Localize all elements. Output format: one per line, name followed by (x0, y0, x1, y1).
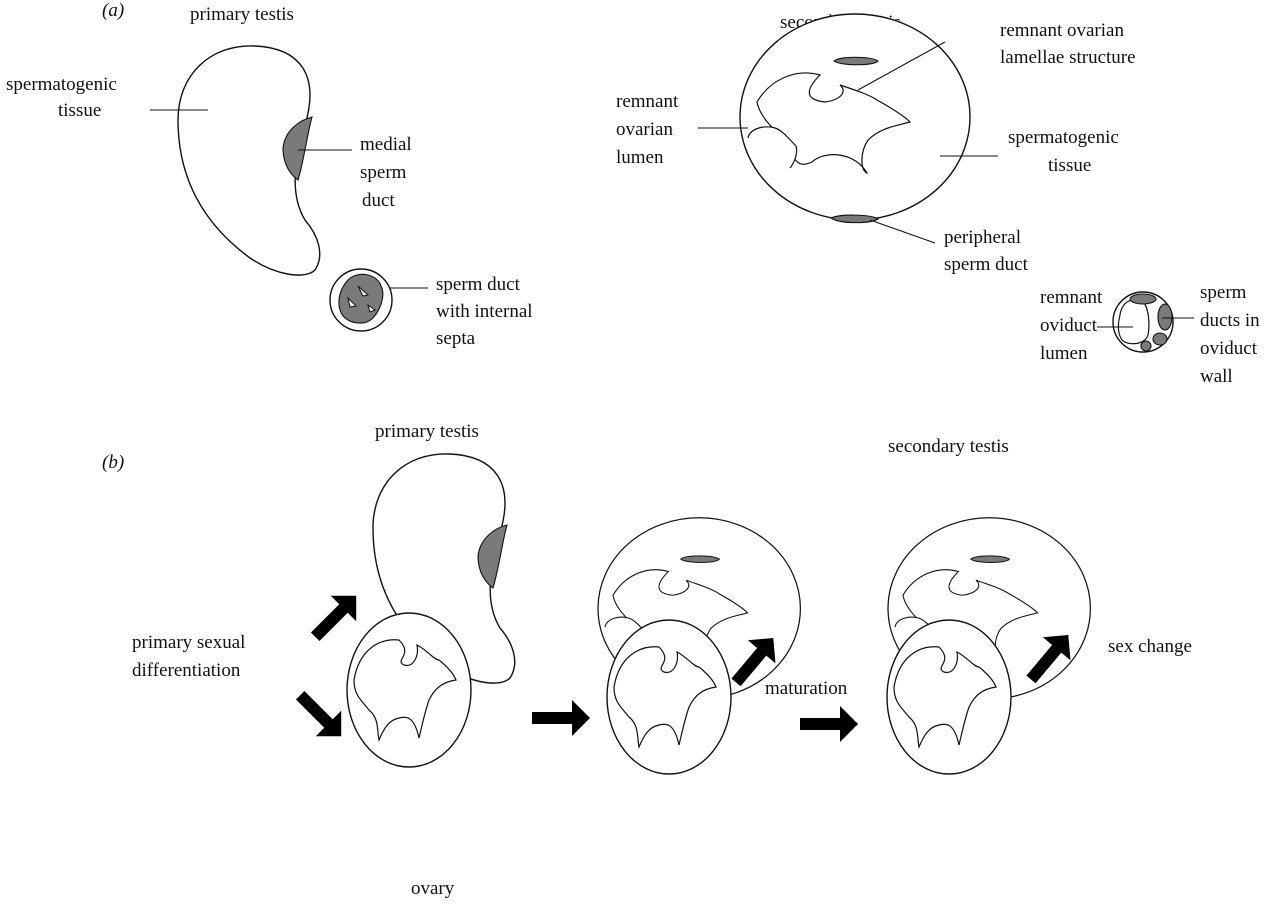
label-ducts-wall-3: oviduct (1200, 338, 1258, 359)
arrow-ovary2-to-ovary3 (800, 706, 858, 742)
label-remnant-oviduct-2: oviduct (1040, 315, 1098, 336)
primary-testis-title-b: primary testis (375, 421, 479, 442)
label-tissue-b: tissue (1048, 155, 1091, 176)
primary-testis-title-a: primary testis (190, 4, 294, 25)
label-ducts-wall-2: ducts in (1200, 310, 1260, 331)
label-remnant-2: ovarian (616, 119, 673, 140)
oviduct-cross-section (1097, 292, 1194, 352)
ovary-2 (607, 620, 731, 774)
label-ducts-wall-1: sperm (1200, 282, 1247, 303)
label-spermatogenic-a: spermatogenic (6, 74, 117, 95)
label-sperm-duct-septa-2: with internal (436, 301, 533, 322)
label-peripheral-sperm-duct: sperm duct (944, 254, 1029, 275)
label-duct: duct (362, 190, 395, 211)
ovary-1 (347, 613, 471, 767)
label-differentiation-2: differentiation (132, 660, 241, 681)
label-remnant-3: lumen (616, 147, 664, 168)
label-sperm: sperm (360, 162, 407, 183)
label-maturation: maturation (765, 678, 848, 699)
arrow-to-ovary (287, 682, 353, 748)
label-ducts-wall-4: wall (1200, 366, 1233, 387)
label-medial: medial (360, 134, 412, 155)
septa-duct-cross-section (330, 269, 428, 331)
secondary-testis-title-b: secondary testis (888, 436, 1009, 457)
panel-b-tag: (b) (102, 452, 124, 473)
label-spermatogenic-b: spermatogenic (1008, 127, 1119, 148)
arrow-to-primary-testis (302, 583, 368, 649)
label-sperm-duct-septa-3: septa (436, 328, 476, 349)
label-remnant-oviduct-1: remnant (1040, 287, 1103, 308)
label-ovary: ovary (411, 878, 455, 899)
primary-testis-drawing-a (150, 46, 352, 275)
label-sex-change: sex change (1108, 636, 1192, 657)
secondary-testis-drawing-a (698, 14, 998, 243)
label-peripheral: peripheral (944, 227, 1021, 248)
label-sperm-duct-septa-1: sperm duct (436, 274, 521, 295)
label-remnant-oviduct-3: lumen (1040, 343, 1088, 364)
panel-a-tag: (a) (102, 0, 124, 21)
label-differentiation-1: primary sexual (132, 632, 245, 653)
ovary-3 (887, 620, 1011, 774)
label-lamellae-1: remnant ovarian (1000, 20, 1124, 41)
label-remnant-1: remnant (616, 91, 679, 112)
arrow-ovary1-to-ovary2 (532, 700, 590, 736)
label-tissue-a: tissue (58, 100, 101, 121)
label-lamellae-2: lamellae structure (1000, 47, 1136, 68)
